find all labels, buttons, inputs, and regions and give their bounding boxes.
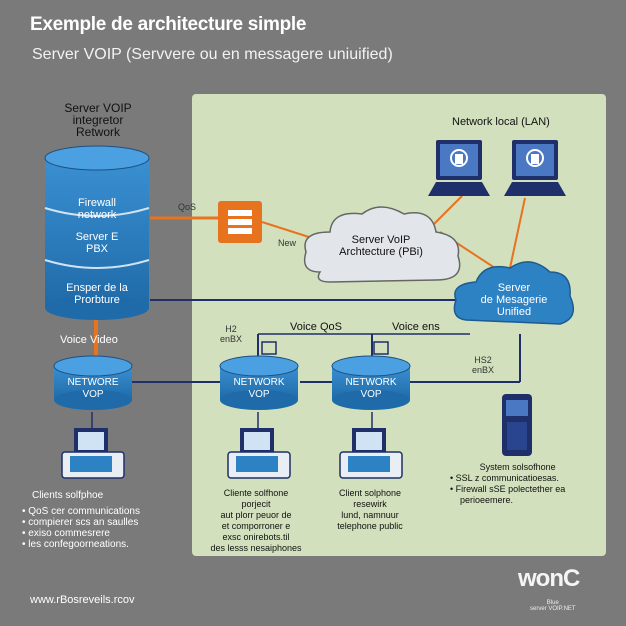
connection-lines — [91, 195, 526, 428]
laptop-icon — [428, 140, 490, 196]
node-left-label: NETWORE VOP — [67, 377, 119, 400]
brand-logo-subtitle: Blue server VOIP.NET — [530, 600, 576, 612]
network-node-left — [53, 355, 133, 410]
desk-phone-icon — [339, 428, 403, 479]
mobile-phone-icon — [502, 394, 532, 456]
firewall-label: Firewall network — [77, 197, 117, 221]
left-stack-heading: Server VOIP integretor Retwork — [64, 101, 132, 139]
server-pbx-label: Server E PBX — [75, 231, 119, 255]
node-mid-label: NETWORK VOP — [233, 377, 285, 400]
footer-url[interactable]: www.rBosreveils.rcov — [30, 594, 135, 606]
left-phone-caption: Clients solfphoe — [32, 490, 104, 501]
database-stack — [44, 145, 150, 320]
voice-qos-label: Voice QoS — [290, 321, 342, 333]
hs2-label: HS2 enBX — [472, 355, 495, 375]
messaging-cloud-label: Server de Mesagerie Unified — [480, 282, 548, 318]
desk-phone-icon — [61, 428, 125, 479]
list-item: les confegoorneations. — [22, 539, 140, 550]
list-item: QoS cer communications — [22, 506, 140, 517]
voice-video-label: Voice Video — [60, 334, 118, 346]
mobile-caption: System solsofhone • SSL z communicatioes… — [450, 462, 566, 505]
page-subtitle: Server VOIP (Servvere ou en messagere un… — [32, 46, 393, 63]
list-item: exiso commesrere — [22, 528, 140, 539]
network-node-right — [331, 355, 411, 410]
desk-phone-icon — [227, 428, 291, 479]
ensper-label: Ensper de la Prorbture — [66, 282, 128, 306]
plug-icon — [261, 341, 389, 355]
voip-cloud-label: Server VoIP Archtecture (PBi) — [339, 234, 423, 258]
cloud-icon — [303, 206, 461, 283]
qos-label: QoS — [178, 202, 197, 212]
mid-phone-caption: Cliente solfhone porjecit aut plorr peuo… — [210, 488, 302, 553]
server-icon — [218, 201, 262, 243]
feature-list: QoS cer communications compierer scs an … — [22, 506, 140, 550]
brand-logo: wonC — [518, 565, 580, 592]
h2-label: H2 enBX — [220, 324, 243, 344]
new-label: New — [278, 238, 297, 248]
voice-ens-label: Voice ens — [392, 321, 440, 333]
lan-label: Network local (LAN) — [452, 116, 550, 128]
list-item: compierer scs an saulles — [22, 517, 140, 528]
laptop-icon — [504, 140, 566, 196]
node-right-label: NETWORK VOP — [345, 377, 397, 400]
right-phone-caption: Client solphone resewirk lund, namnuur t… — [337, 488, 403, 531]
messaging-cloud-icon — [453, 261, 575, 325]
page-title: Exemple de architecture simple — [30, 14, 307, 35]
network-node-mid — [219, 355, 299, 410]
